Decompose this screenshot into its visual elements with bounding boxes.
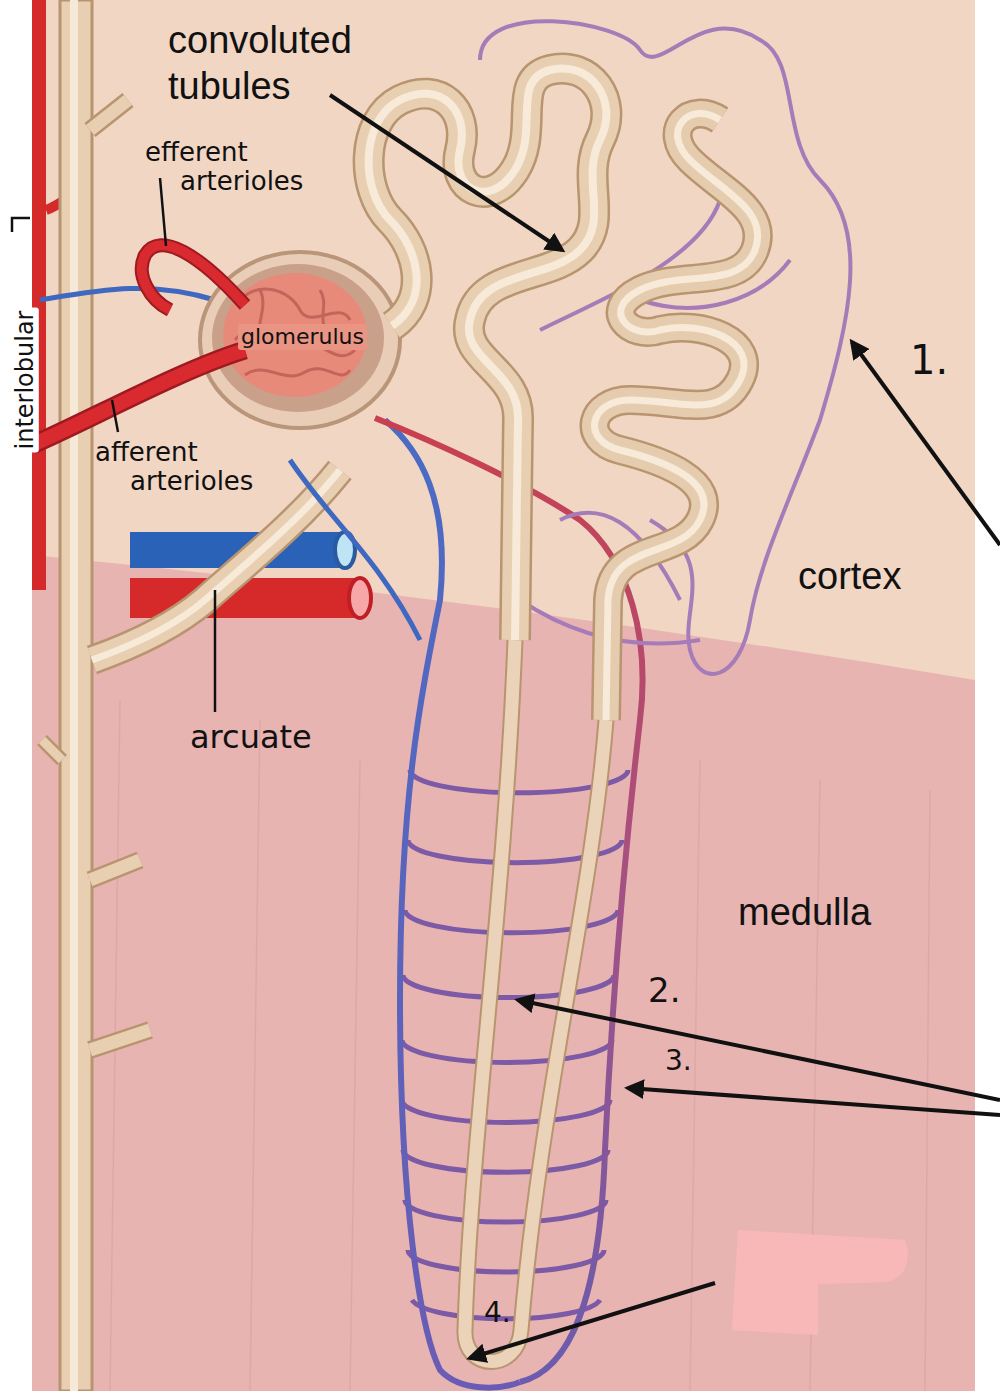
interlobular-vessel (90, 100, 128, 130)
glomerulus-capsule (223, 273, 367, 397)
region-label: cortex (798, 556, 901, 598)
convoluted-tubules (595, 114, 758, 720)
leader-lines (12, 218, 30, 232)
interlobular-vessel (32, 0, 150, 1391)
convoluted-tubules (369, 68, 607, 640)
convoluted-tubules (595, 114, 758, 720)
tissue-ground (350, 760, 360, 1391)
arterioles (142, 245, 245, 310)
part-label: efferent arterioles (145, 138, 370, 195)
leader-lines (628, 1088, 1000, 1115)
interlobular-vessel (32, 0, 46, 590)
vasa-recta (290, 460, 420, 640)
arterioles (32, 245, 245, 445)
pink-cover-patch (732, 1230, 908, 1335)
vasa-recta (403, 1150, 608, 1172)
loop-of-henle (465, 640, 606, 1362)
vasa-recta (402, 1100, 610, 1122)
vasa-recta (40, 288, 215, 300)
interlobular-vessel (70, 0, 78, 1391)
interlobular-vessel (90, 860, 140, 880)
vasa-recta (405, 1200, 606, 1222)
tissue-ground (925, 790, 930, 1391)
convoluted-tubules (369, 68, 607, 640)
callout-number: 3. (665, 1046, 692, 1077)
part-label: convoluted tubules (168, 18, 408, 109)
part-label: arcuate (190, 720, 312, 755)
glomerulus-capsule (240, 289, 350, 320)
arterioles (142, 245, 245, 310)
tissue-ground (32, 0, 975, 1391)
interlobular-vessel (90, 100, 128, 130)
glomerulus-capsule (200, 252, 400, 428)
part-label: glomerulus (238, 324, 367, 350)
convoluted-tubules (369, 68, 607, 640)
arterioles (32, 350, 245, 445)
interlobular-vessel (60, 0, 92, 1391)
glomerulus-capsule (200, 252, 400, 428)
vasa-recta (403, 975, 614, 998)
leader-lines (470, 1283, 715, 1358)
part-label: afferent arterioles (95, 438, 320, 495)
interlobular-vessel (90, 1030, 150, 1050)
pink-cover-patch (732, 1230, 908, 1335)
interlobular-vessel (90, 860, 140, 880)
vasa-recta (40, 288, 643, 1387)
part-label: interlobular (11, 308, 39, 453)
callout-number: 2. (648, 972, 680, 1009)
convoluted-tubules (369, 68, 758, 720)
leader-lines (160, 178, 166, 246)
convoluted-tubules (595, 114, 758, 720)
leader-lines (112, 400, 118, 432)
tissue-ground (250, 720, 260, 1391)
loop-of-henle (465, 640, 606, 1362)
tissue-ground (32, 555, 975, 1391)
interlobular-vessel (42, 740, 62, 760)
vasa-recta (402, 1040, 612, 1062)
leader-lines (12, 95, 1000, 1358)
arterioles (32, 350, 245, 445)
glomerulus-capsule (245, 369, 350, 376)
callout-number: 1. (910, 338, 948, 382)
arcuate-vessels (349, 578, 371, 618)
callout-number: 4. (484, 1298, 511, 1329)
leader-lines (330, 95, 562, 250)
leader-lines (214, 590, 217, 712)
interlobular-vessel (90, 1030, 150, 1050)
interlobular-vessel (42, 740, 62, 760)
region-label: medulla (738, 892, 871, 934)
leader-lines (518, 1000, 1000, 1100)
loop-of-henle (465, 640, 606, 1362)
glomerulus-capsule (212, 264, 384, 412)
vasa-recta (408, 1250, 604, 1272)
tissue-ground (32, 0, 975, 1391)
